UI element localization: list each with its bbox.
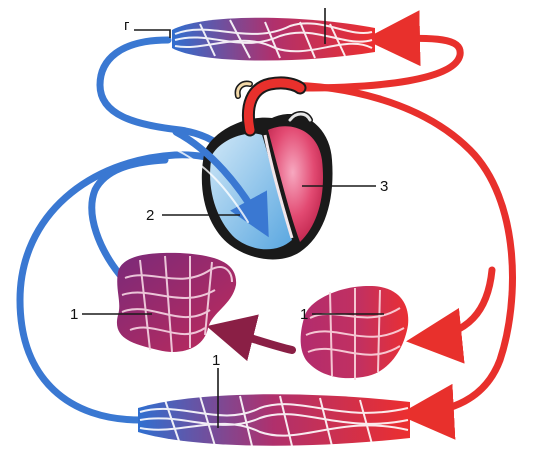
capillary-bottom xyxy=(138,394,410,446)
label-left-ventricle: 3 xyxy=(380,179,388,194)
label-right-ventricle: 2 xyxy=(146,208,154,223)
label-capillary-left-mid: 1 xyxy=(70,307,78,322)
label-capillary-right-mid: 1 xyxy=(300,307,308,322)
heart xyxy=(172,83,333,260)
transfer-arrow xyxy=(222,330,292,350)
capillary-left-mid xyxy=(117,253,236,352)
capillary-top xyxy=(172,18,375,61)
artery-middle xyxy=(420,270,492,340)
label-top-left: г xyxy=(124,18,129,33)
capillary-right-mid xyxy=(301,286,409,380)
label-capillary-bottom: 1 xyxy=(212,353,220,368)
